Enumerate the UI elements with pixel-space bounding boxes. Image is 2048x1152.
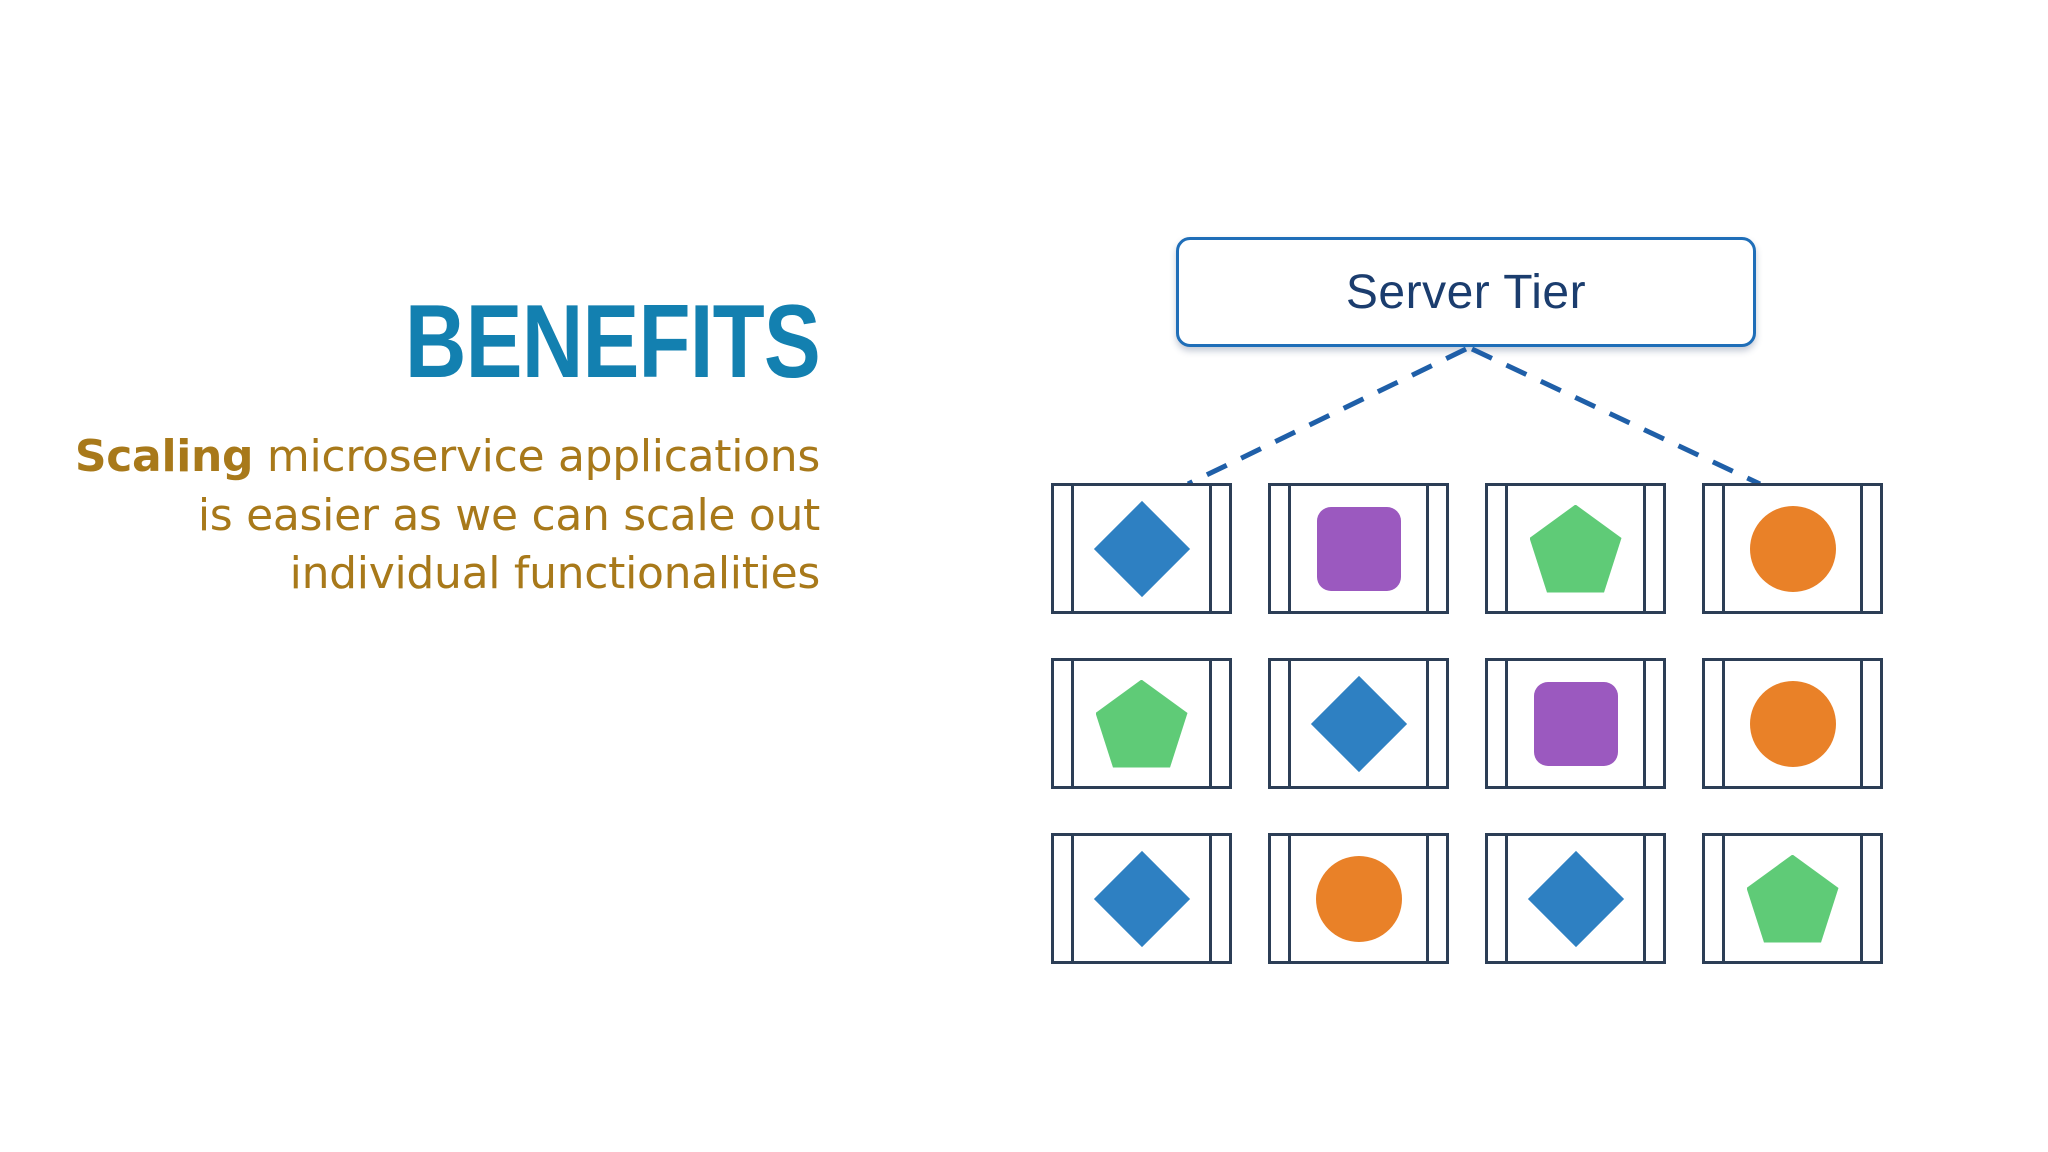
server-card-row: [1051, 658, 1883, 789]
card-left-rail: [1288, 658, 1291, 789]
text-panel: BENEFITS Scaling microservice applicatio…: [60, 284, 821, 604]
server-card[interactable]: [1268, 658, 1449, 789]
server-card[interactable]: [1702, 833, 1883, 964]
card-right-rail: [1860, 483, 1863, 614]
server-card[interactable]: [1051, 658, 1232, 789]
card-right-rail: [1209, 833, 1212, 964]
rounded-square-icon: [1533, 681, 1618, 766]
server-card[interactable]: [1485, 833, 1666, 964]
page-title: BENEFITS: [404, 284, 821, 400]
circle-icon: [1749, 680, 1836, 767]
card-right-rail: [1426, 483, 1429, 614]
card-right-rail: [1860, 658, 1863, 789]
card-right-rail: [1643, 658, 1646, 789]
server-card-grid: [1051, 483, 1883, 964]
server-card[interactable]: [1268, 833, 1449, 964]
server-card[interactable]: [1485, 483, 1666, 614]
card-left-rail: [1722, 658, 1725, 789]
server-card[interactable]: [1051, 833, 1232, 964]
card-left-rail: [1071, 833, 1074, 964]
card-right-rail: [1209, 483, 1212, 614]
pentagon-icon: [1095, 679, 1188, 768]
circle-icon: [1749, 505, 1836, 592]
server-tier-box[interactable]: Server Tier: [1176, 237, 1756, 347]
card-right-rail: [1643, 483, 1646, 614]
diamond-icon: [1093, 850, 1190, 947]
card-left-rail: [1505, 483, 1508, 614]
diamond-icon: [1310, 675, 1407, 772]
body-copy: Scaling microservice applications is eas…: [60, 428, 820, 604]
pentagon-icon: [1529, 504, 1622, 593]
server-card-row: [1051, 483, 1883, 614]
card-left-rail: [1722, 833, 1725, 964]
card-left-rail: [1288, 833, 1291, 964]
card-right-rail: [1426, 658, 1429, 789]
diamond-icon: [1093, 500, 1190, 597]
card-right-rail: [1426, 833, 1429, 964]
rounded-square-icon: [1316, 506, 1401, 591]
server-card[interactable]: [1268, 483, 1449, 614]
circle-icon: [1315, 855, 1402, 942]
diamond-icon: [1527, 850, 1624, 947]
server-card[interactable]: [1702, 483, 1883, 614]
card-right-rail: [1643, 833, 1646, 964]
card-right-rail: [1860, 833, 1863, 964]
pentagon-icon: [1746, 854, 1839, 943]
server-tier-label: Server Tier: [1345, 265, 1587, 319]
connector-line-left: [1186, 346, 1468, 487]
card-left-rail: [1505, 658, 1508, 789]
card-left-rail: [1071, 483, 1074, 614]
body-rest-text: microservice applications is easier as w…: [197, 431, 820, 600]
card-left-rail: [1071, 658, 1074, 789]
server-card[interactable]: [1485, 658, 1666, 789]
body-lead-word: Scaling: [74, 431, 254, 482]
card-left-rail: [1288, 483, 1291, 614]
card-right-rail: [1209, 658, 1212, 789]
connector-line-right: [1470, 346, 1762, 487]
server-card[interactable]: [1702, 658, 1883, 789]
server-card[interactable]: [1051, 483, 1232, 614]
card-left-rail: [1505, 833, 1508, 964]
card-left-rail: [1722, 483, 1725, 614]
server-card-row: [1051, 833, 1883, 964]
